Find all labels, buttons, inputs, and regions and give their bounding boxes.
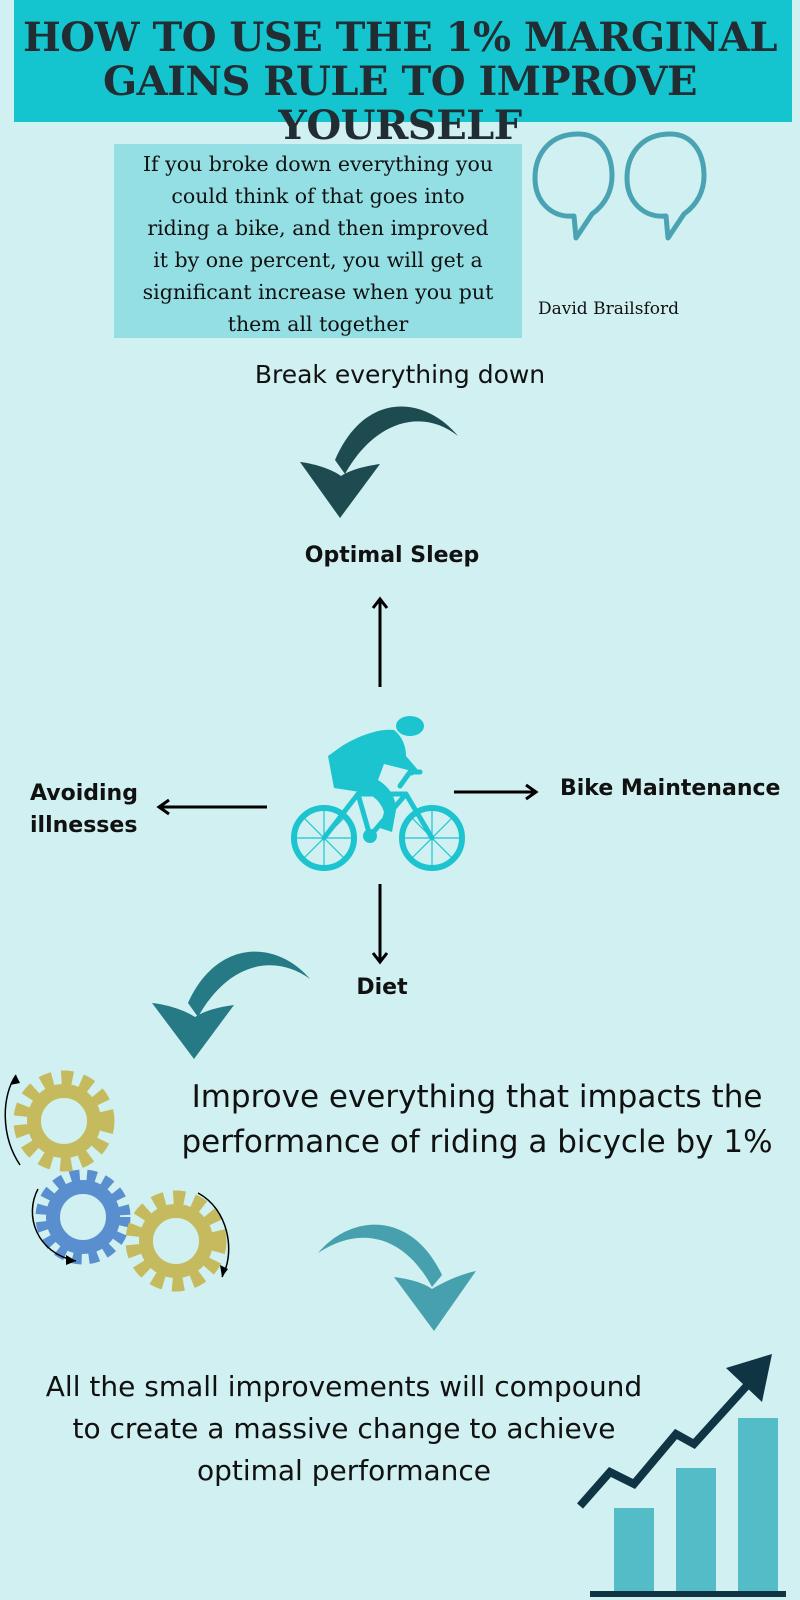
step-line: All the small improvements will compound <box>45 1370 643 1403</box>
arrow-right-icon <box>454 783 539 801</box>
growth-bar <box>614 1508 654 1596</box>
factor-label-line: Avoiding <box>30 781 138 806</box>
title-line-1: HOW TO USE THE 1% MARGINAL <box>22 14 778 61</box>
quote-line: significant increase when you put <box>142 280 494 304</box>
quote-line: it by one percent, you will get a <box>153 248 483 272</box>
quote-author: David Brailsford <box>538 299 679 319</box>
growth-bar <box>676 1468 716 1596</box>
arrow-left-icon <box>156 798 267 816</box>
growth-chart-icon <box>577 1354 786 1597</box>
step-line: optimal performance <box>196 1454 492 1487</box>
gear-top <box>13 1070 115 1172</box>
factor-optimal-sleep: Optimal Sleep <box>304 543 480 568</box>
curved-arrow-icon <box>300 406 458 518</box>
curved-arrow-icon <box>318 1224 476 1331</box>
quote-line: could think of that goes into <box>171 184 465 208</box>
quote-line: them all together <box>227 312 409 336</box>
title-line-2: GAINS RULE TO IMPROVE YOURSELF <box>103 58 697 149</box>
quote-line: If you broke down everything you <box>142 152 494 176</box>
quote-text: If you broke down everything you could t… <box>114 148 522 340</box>
page-title: HOW TO USE THE 1% MARGINAL GAINS RULE TO… <box>0 16 800 148</box>
factor-label-line: illnesses <box>30 813 138 838</box>
factor-avoiding-illnesses: Avoiding illnesses <box>30 778 170 842</box>
title-banner <box>14 0 792 122</box>
step-line: to create a massive change to achieve <box>72 1412 616 1445</box>
arrow-down-icon <box>371 884 389 965</box>
quote-mark-icon <box>532 131 707 241</box>
gears-icon <box>4 1070 230 1292</box>
cyclist-icon <box>291 716 465 871</box>
step-improve-everything: Improve everything that impacts the perf… <box>162 1075 792 1165</box>
quote-box <box>114 144 522 338</box>
growth-bar <box>738 1418 778 1596</box>
factor-diet: Diet <box>356 975 408 1000</box>
arrow-up-icon <box>371 596 389 687</box>
quote-line: riding a bike, and then improved <box>147 216 489 240</box>
factor-bike-maintenance: Bike Maintenance <box>560 776 781 801</box>
step-line: performance of riding a bicycle by 1% <box>181 1124 773 1160</box>
step-compound: All the small improvements will compound… <box>8 1366 680 1492</box>
step-break-down: Break everything down <box>254 360 546 389</box>
curved-arrow-icon <box>152 951 310 1059</box>
step-line: Improve everything that impacts the <box>191 1079 763 1115</box>
